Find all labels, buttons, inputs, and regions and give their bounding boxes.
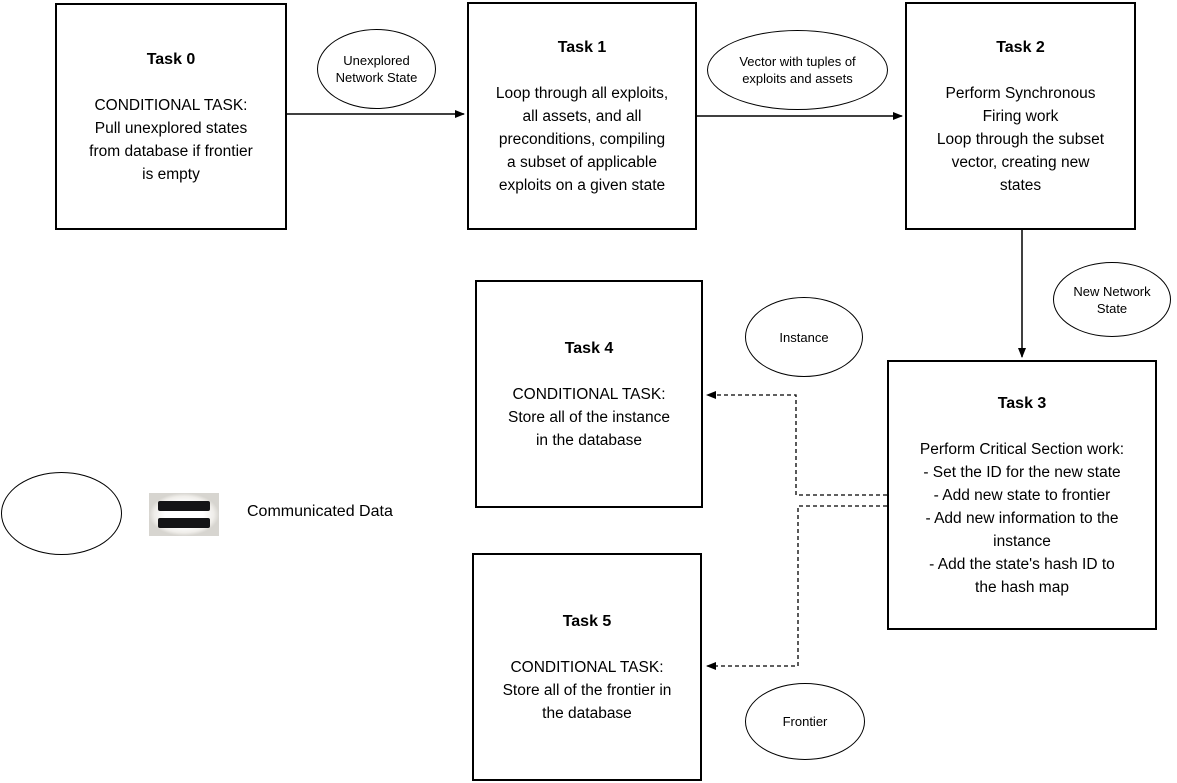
data-ellipse-label: Frontier [782, 714, 828, 729]
task4-node: Task 4 CONDITIONAL TASK: Store all of th… [475, 280, 703, 508]
equals-icon [149, 493, 219, 536]
data-ellipse-instance: Instance [745, 297, 863, 377]
task5-body: CONDITIONAL TASK: Store all of the front… [502, 658, 672, 722]
task3-body: Perform Critical Section work: - Set the… [919, 440, 1125, 596]
task4-body: CONDITIONAL TASK: Store all of the insta… [508, 385, 670, 449]
data-ellipse-label: Instance [779, 329, 829, 345]
task0-title: Task 0 [146, 50, 196, 68]
task2-body: Perform Synchronous Firing work Loop thr… [936, 84, 1105, 194]
task5-title: Task 5 [562, 612, 612, 630]
data-ellipse-unexplored-network-state: Unexplored Network State [317, 29, 436, 109]
data-ellipse-vector-tuples: Vector with tuples of exploits and asset… [707, 30, 888, 110]
task2-node: Task 2 Perform Synchronous Firing work L… [905, 2, 1136, 230]
dashed-arrow-task3-to-task5 [706, 505, 887, 670]
legend-label: Communicated Data [247, 503, 393, 520]
dashed-arrow-task3-to-task4 [706, 391, 887, 496]
task1-body: Loop through all exploits, all assets, a… [495, 84, 669, 194]
task5-node: Task 5 CONDITIONAL TASK: Store all of th… [472, 553, 702, 781]
data-ellipse-label: Unexplored Network State [335, 53, 418, 85]
task4-title: Task 4 [564, 339, 614, 357]
task0-node: Task 0 CONDITIONAL TASK: Pull unexplored… [55, 3, 287, 230]
legend-ellipse-symbol [1, 472, 122, 555]
data-ellipse-label: Vector with tuples of exploits and asset… [739, 54, 856, 86]
equals-bar-top [158, 501, 210, 511]
task3-title: Task 3 [997, 394, 1047, 412]
data-ellipse-new-network-state: New Network State [1053, 262, 1171, 337]
task3-node: Task 3 Perform Critical Section work: - … [887, 360, 1157, 630]
data-ellipse-label: New Network State [1073, 283, 1151, 316]
task2-title: Task 2 [996, 38, 1045, 56]
task0-body: CONDITIONAL TASK: Pull unexplored states… [89, 96, 253, 183]
task1-title: Task 1 [557, 38, 607, 56]
equals-bar-bottom [158, 518, 210, 528]
task1-node: Task 1 Loop through all exploits, all as… [467, 2, 697, 230]
data-ellipse-frontier: Frontier [745, 683, 865, 760]
